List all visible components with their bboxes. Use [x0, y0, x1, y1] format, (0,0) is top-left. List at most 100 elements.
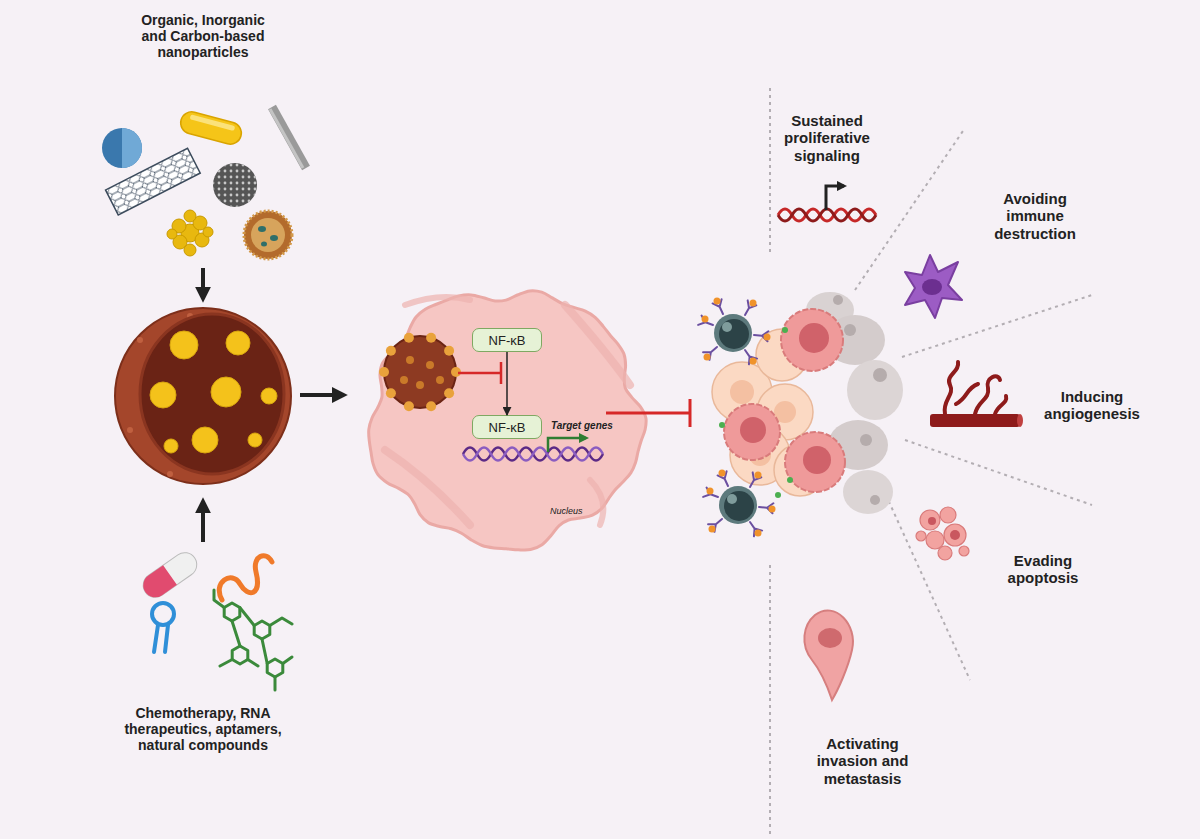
apoptotic-body — [916, 531, 926, 541]
liposome-shell — [244, 211, 292, 259]
apoptotic-body — [959, 546, 969, 556]
dna-strand — [463, 448, 603, 461]
payload-dot — [416, 381, 424, 389]
dna-helix — [463, 448, 603, 461]
dendritic-cell-icon — [905, 255, 962, 318]
dendritic-cell — [905, 255, 962, 318]
capsule-white-half — [139, 548, 202, 602]
receptor-dot — [719, 422, 725, 428]
carrier-shell — [115, 308, 291, 484]
mesoporous-silica-particle — [213, 163, 257, 207]
apoptotic-body — [938, 546, 952, 560]
hallmark-label: Evading apoptosis — [993, 552, 1093, 587]
drug-payload — [192, 427, 218, 453]
migrating-cell — [804, 610, 853, 700]
internalized-nanoparticle — [379, 333, 461, 411]
divider-line — [769, 565, 771, 836]
activation-arrow — [506, 352, 508, 415]
debris — [847, 360, 903, 420]
drug-payload — [164, 439, 178, 453]
liposome-cargo — [258, 226, 266, 232]
migrating-nucleus — [818, 628, 842, 648]
nanoparticle-types-label: Organic, Inorganic and Carbon-based nano… — [128, 12, 278, 60]
capillary-branches — [945, 362, 1007, 414]
shell-texture — [137, 337, 143, 343]
dendrimer-lobe — [184, 210, 196, 222]
compartment-label: Nucleus — [550, 506, 583, 516]
aptamer — [152, 603, 174, 652]
inhibition-line — [606, 399, 690, 427]
payload-dot — [400, 376, 408, 384]
transcription-arrow — [826, 186, 844, 210]
surface-ligand — [444, 346, 454, 356]
cancer-nucleus — [740, 417, 766, 443]
benzene-ring — [232, 646, 248, 664]
payload-dot — [406, 356, 414, 364]
vessel-end — [1017, 414, 1023, 427]
debris — [870, 495, 880, 505]
dendritic-nucleus — [922, 279, 942, 295]
sphere-half — [122, 128, 142, 168]
dendrimer-lobe — [167, 229, 177, 239]
capsule-highlight — [190, 114, 236, 131]
drug-payload — [170, 331, 198, 359]
debris — [873, 368, 887, 382]
mesoporous-pores — [213, 163, 257, 207]
carbon-nanotube — [106, 148, 201, 215]
payload-dot — [426, 361, 434, 369]
aptamer-loop — [152, 603, 174, 625]
surface-ligand — [426, 401, 436, 411]
dna-icon — [778, 186, 876, 221]
protein-label: NF-κB — [489, 420, 526, 435]
hallmark-label: Avoiding immune destruction — [985, 190, 1085, 242]
debris — [843, 470, 893, 514]
apoptotic-body — [944, 524, 966, 546]
nuclear-fragment — [950, 530, 960, 540]
receptor-dot — [782, 327, 788, 333]
payload-dot — [436, 376, 444, 384]
protein-box: NF-κB — [472, 415, 542, 439]
sphere-half — [102, 128, 142, 168]
surface-ligand — [426, 333, 436, 343]
benzene-ring — [267, 659, 283, 677]
protein-box: NF-κB — [472, 328, 542, 352]
drug-payload — [261, 388, 277, 404]
polymer-nanoparticle — [102, 128, 142, 168]
dendrimer-lobe — [184, 244, 196, 256]
hallmark-label: Sustained proliferative signaling — [777, 112, 877, 164]
flow-arrow — [201, 268, 205, 298]
divider-line — [769, 88, 771, 255]
dna-strand — [778, 209, 876, 221]
debris — [860, 434, 872, 446]
liposome-core — [251, 218, 285, 252]
cell-membrane — [369, 291, 647, 550]
carrier-cut-face — [140, 314, 284, 474]
drug-payload — [150, 382, 176, 408]
drug-payload — [248, 433, 262, 447]
benzene-ring — [224, 603, 240, 621]
cancer-cell — [724, 404, 780, 460]
organelle — [385, 450, 470, 525]
cancer-cell: Nucleus NF-κB NF-κB — [358, 278, 654, 558]
divider-line — [905, 440, 1092, 505]
benzene-ring — [254, 621, 270, 639]
drug-capsule — [139, 548, 202, 602]
molecular-bonds — [214, 590, 292, 690]
inhibition-line — [458, 362, 501, 384]
cancer-cell — [781, 309, 843, 371]
drug-payload — [226, 331, 250, 355]
cancer-nucleus — [799, 323, 829, 353]
nanotube-body — [106, 148, 201, 215]
rna-strand — [219, 556, 272, 600]
cancer-cell — [785, 432, 845, 492]
dna-strand — [463, 448, 603, 461]
surface-ligand — [404, 333, 414, 343]
cell-nucleus — [730, 380, 754, 404]
surface-ligand — [386, 346, 396, 356]
blood-vessel-icon — [930, 362, 1023, 427]
nanorod — [272, 107, 306, 168]
debris — [844, 324, 856, 336]
